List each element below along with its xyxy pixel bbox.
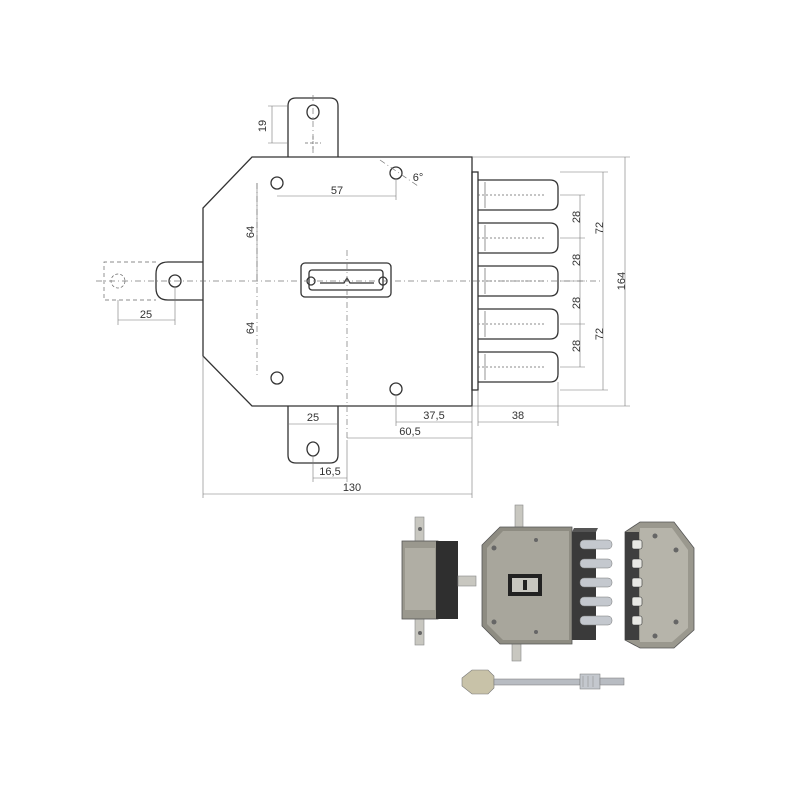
- dim-28-2: 28: [571, 254, 583, 266]
- dimension-labels: 19 57 64 64 25 6° 25 37,5 60,5 38 16,5 1…: [140, 120, 628, 494]
- dim-60-5: 60,5: [399, 426, 420, 438]
- dim-164: 164: [616, 272, 628, 290]
- dim-28-1: 28: [571, 211, 583, 223]
- right-strike-plate: [624, 521, 695, 649]
- dim-64-top: 64: [245, 226, 257, 238]
- dim-25-bottom: 25: [307, 412, 319, 424]
- dim-72-top: 72: [594, 222, 606, 234]
- product-photo: [401, 504, 695, 695]
- dimension-lines: [117, 105, 630, 498]
- dim-72-bottom: 72: [594, 328, 606, 340]
- bolt-3: [478, 265, 559, 297]
- dim-130: 130: [343, 482, 361, 494]
- bolt-4: [478, 308, 559, 340]
- bolt-5: [478, 351, 559, 383]
- dim-angle: 6°: [413, 172, 424, 184]
- dim-28-3: 28: [571, 297, 583, 309]
- dim-57: 57: [331, 185, 343, 197]
- key: [461, 669, 625, 695]
- dim-37-5: 37,5: [423, 410, 444, 422]
- dim-28-4: 28: [571, 340, 583, 352]
- bolt-1: [478, 179, 559, 211]
- dim-38: 38: [512, 410, 524, 422]
- dim-16-5: 16,5: [319, 466, 340, 478]
- dim-25-left: 25: [140, 309, 152, 321]
- dim-19: 19: [257, 120, 269, 132]
- left-strike-box: [401, 516, 477, 646]
- main-lock-body: [481, 504, 613, 662]
- keyhole-cylinder: [300, 262, 392, 298]
- bolt-2: [478, 222, 559, 254]
- center-lines: [96, 95, 600, 440]
- lock-body-outline: [103, 97, 473, 464]
- dim-64-bottom: 64: [245, 322, 257, 334]
